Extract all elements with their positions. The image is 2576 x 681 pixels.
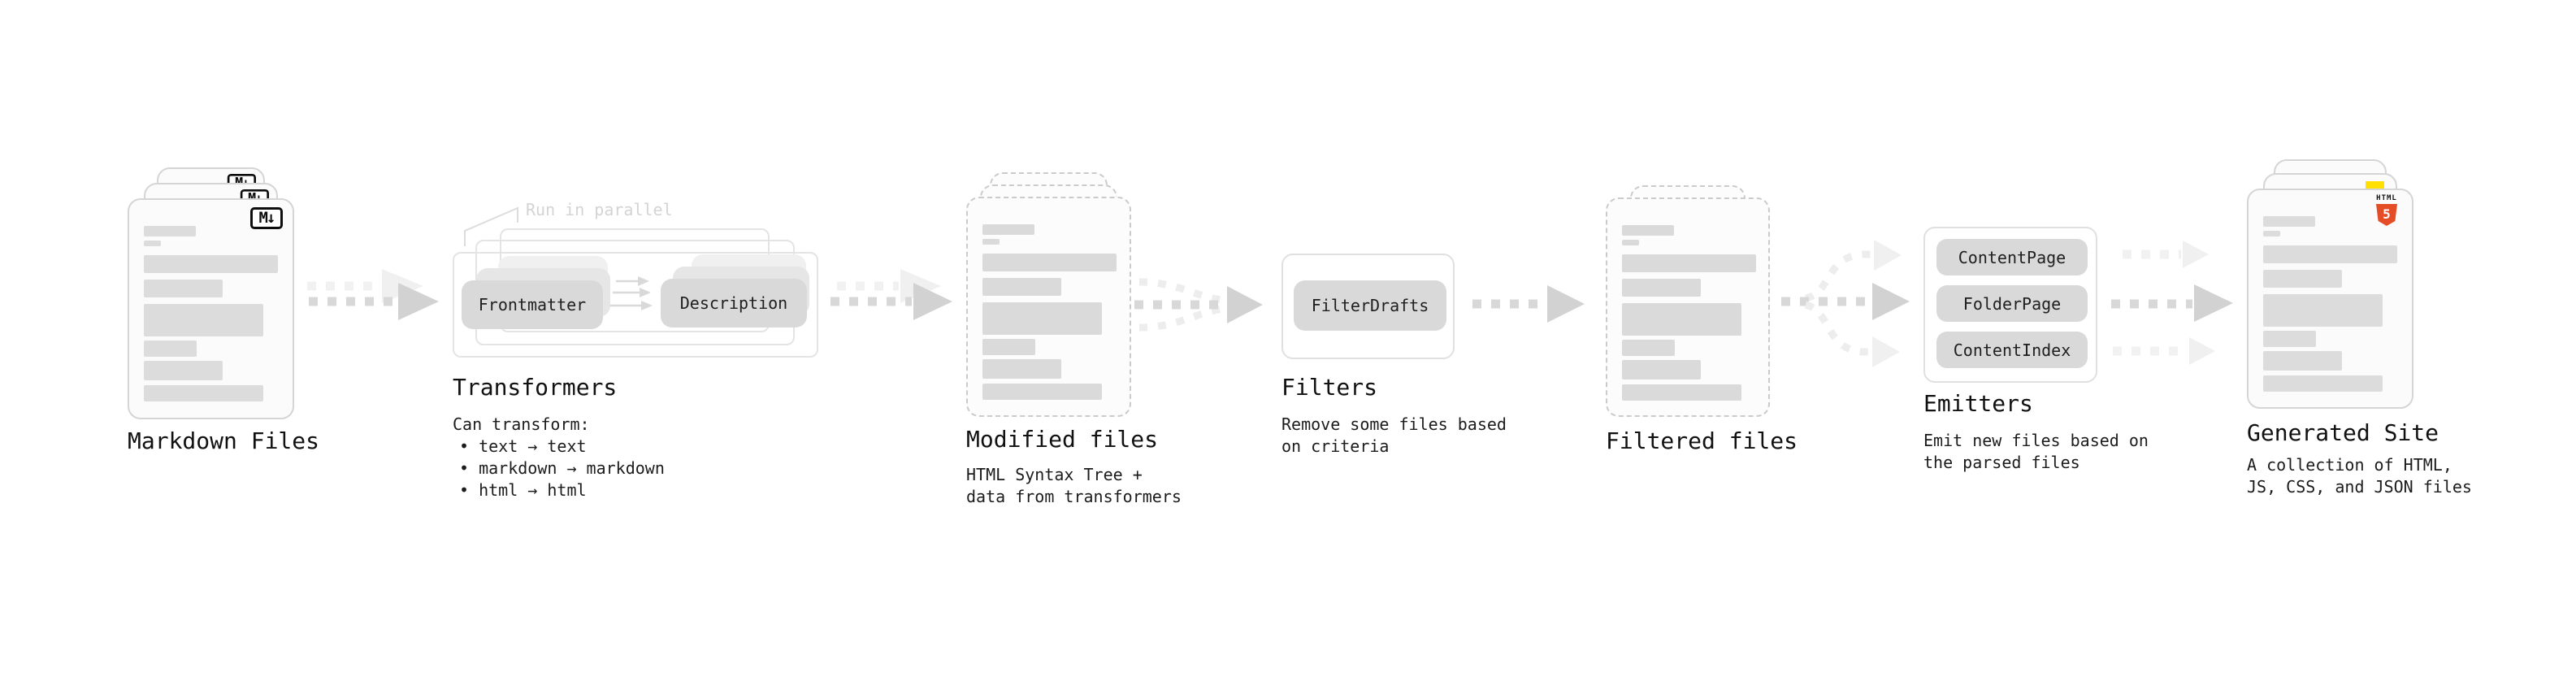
text-bar [144, 280, 223, 297]
description-line: data from transformers [966, 487, 1182, 506]
emitter-pill-contentpage: ContentPage [1936, 239, 2088, 275]
description-line: Can transform: [453, 414, 590, 434]
transformer-pill-frontmatter: Frontmatter [462, 280, 603, 329]
text-bar [2263, 231, 2280, 236]
description-line: JS, CSS, and JSON files [2247, 477, 2472, 497]
text-bar [1622, 240, 1639, 245]
text-bar [1622, 340, 1675, 356]
transformers-title: Transformers [453, 374, 618, 401]
html5-icon-label: HTML [2376, 194, 2397, 202]
modified-files-title: Modified files [966, 426, 1159, 453]
stacked-doc-front [966, 197, 1131, 417]
text-bar [982, 384, 1102, 400]
text-bar [144, 226, 196, 236]
generated-site-title: Generated Site [2247, 419, 2439, 446]
text-bar [1622, 279, 1701, 297]
modified-files-stack [966, 172, 1161, 432]
doc-text-bars [2249, 190, 2412, 407]
arrows-emitters-to-generated [2111, 241, 2233, 365]
description-line: • markdown → markdown [459, 458, 665, 478]
filter-pill-filterdrafts: FilterDrafts [1294, 280, 1446, 331]
arrow-markdown-to-transformers [307, 269, 439, 320]
emitters-box: ContentPage FolderPage ContentIndex [1923, 227, 2097, 383]
emitters-description: Emit new files based on the parsed files [1923, 430, 2149, 474]
text-bar [982, 224, 1034, 235]
filtered-files-stack [1606, 185, 1801, 445]
description-line: Emit new files based on [1923, 431, 2149, 450]
description-line: Remove some files based [1281, 414, 1507, 434]
stacked-doc-front: M↓ [128, 198, 294, 419]
text-bar [2263, 245, 2397, 263]
generated-site-description: A collection of HTML, JS, CSS, and JSON … [2247, 454, 2472, 498]
text-bar [144, 255, 278, 273]
markdown-files-title: Markdown Files [128, 427, 320, 454]
text-bar [1622, 303, 1741, 336]
text-bar [144, 361, 223, 380]
run-in-parallel-label: Run in parallel [526, 200, 673, 219]
emitter-pill-contentindex: ContentIndex [1936, 332, 2088, 368]
doc-text-bars [129, 200, 293, 418]
description-line: HTML Syntax Tree + [966, 465, 1143, 484]
arrow-transformers-to-modified [830, 269, 952, 320]
text-bar [1622, 254, 1756, 272]
text-bar [144, 385, 263, 401]
doc-text-bars [1607, 199, 1768, 415]
text-bar [144, 304, 263, 336]
filters-title: Filters [1281, 374, 1378, 401]
text-bar [982, 239, 1000, 245]
emitters-title: Emitters [1923, 390, 2033, 417]
transformer-container-front [453, 252, 818, 358]
description-line: A collection of HTML, [2247, 455, 2452, 475]
markdown-files-stack: M↓ M↓ M↓ [128, 167, 323, 427]
arrow-filters-to-filtered [1472, 285, 1585, 323]
text-bar [982, 302, 1102, 335]
text-bar [2263, 270, 2342, 288]
text-bar [2263, 294, 2383, 327]
text-bar [2263, 216, 2315, 227]
text-bar [2263, 375, 2383, 392]
transformers-description: Can transform: • text → text • markdown … [453, 414, 665, 501]
description-line: • html → html [459, 480, 587, 500]
html5-icon: HTML 5 [2370, 194, 2404, 226]
text-bar [982, 254, 1117, 271]
description-line: • text → text [459, 436, 587, 456]
markdown-icon: M↓ [250, 207, 283, 229]
filters-box: FilterDrafts [1281, 254, 1455, 359]
filtered-files-title: Filtered files [1606, 427, 1798, 454]
text-bar [144, 340, 197, 357]
text-bar [2263, 351, 2342, 371]
text-bar [1622, 360, 1701, 380]
text-bar [1622, 384, 1741, 401]
generated-site-stack: CSS HTML 5 [2247, 159, 2442, 419]
emitter-pill-folderpage: FolderPage [1936, 285, 2088, 322]
stacked-doc-front [1606, 197, 1770, 417]
text-bar [982, 278, 1061, 296]
text-bar [982, 339, 1035, 355]
filters-description: Remove some files based on criteria [1281, 414, 1507, 458]
doc-text-bars [968, 198, 1130, 415]
text-bar [2263, 331, 2316, 347]
modified-files-description: HTML Syntax Tree + data from transformer… [966, 464, 1182, 508]
description-line: the parsed files [1923, 453, 2080, 472]
text-bar [1622, 225, 1674, 236]
text-bar [982, 359, 1061, 379]
description-line: on criteria [1281, 436, 1390, 456]
transformer-pill-description: Description [661, 279, 807, 327]
stacked-doc-front: HTML 5 [2247, 189, 2413, 409]
text-bar [144, 241, 161, 246]
